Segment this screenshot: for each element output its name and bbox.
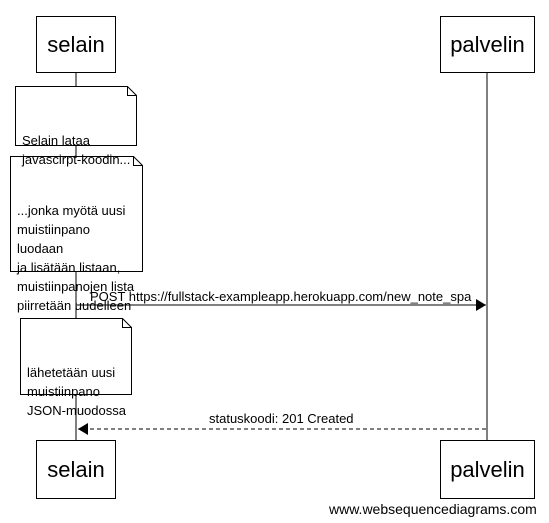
actor-selain-top: selain <box>36 16 116 73</box>
actor-name: selain <box>47 31 105 57</box>
actor-name: palvelin <box>450 31 525 57</box>
actor-name: selain <box>47 456 105 482</box>
note-2: ...jonka myötä uusi muistiinpano luodaan… <box>10 156 143 313</box>
note-3: lähetetään uusi muistiinpano JSON-muodos… <box>20 318 132 418</box>
footer-watermark[interactable]: www.websequencediagrams.com <box>329 501 537 517</box>
actor-name: palvelin <box>450 456 525 482</box>
note-shape <box>20 318 132 395</box>
note-text: ...jonka myötä uusi muistiinpano luodaan… <box>17 203 135 313</box>
actor-palvelin-top: palvelin <box>440 16 535 73</box>
actor-palvelin-bottom: palvelin <box>440 440 535 499</box>
note-text: Selain lataa javascirpt-koodin... <box>22 133 131 167</box>
message-label-response: statuskoodi: 201 Created <box>209 411 354 426</box>
note-1: Selain lataa javascirpt-koodin... <box>15 86 137 167</box>
note-text: lähetetään uusi muistiinpano JSON-muodos… <box>27 365 126 418</box>
note-shape <box>10 156 143 272</box>
actor-selain-bottom: selain <box>36 440 116 499</box>
note-shape <box>15 86 137 146</box>
message-label-post: POST https://fullstack-exampleapp.heroku… <box>90 289 472 304</box>
